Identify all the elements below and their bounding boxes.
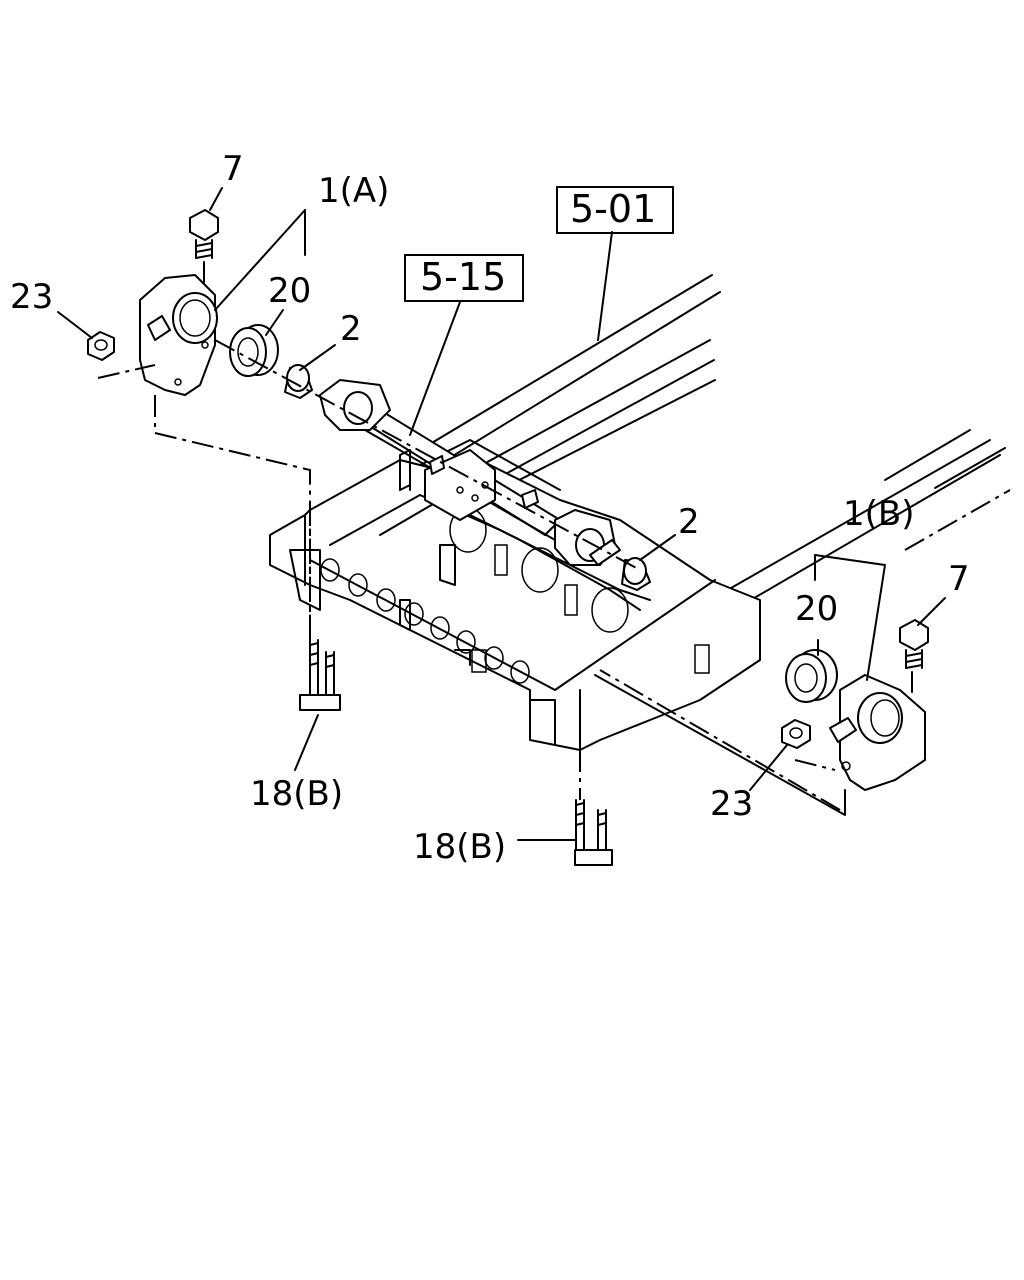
nut-right bbox=[781, 719, 811, 749]
bracket-left bbox=[139, 274, 218, 396]
ref-box-5-01: 5-01 bbox=[556, 186, 674, 234]
assembly-lines bbox=[97, 262, 1011, 811]
ref-box-5-15: 5-15 bbox=[404, 254, 524, 302]
ref-axle-label: 5-15 bbox=[420, 255, 506, 299]
crossmember bbox=[269, 379, 761, 751]
bolt-right bbox=[899, 619, 929, 693]
callout-bushing-left: 20 bbox=[268, 271, 311, 311]
bolt-left bbox=[189, 209, 219, 283]
leader-lines bbox=[57, 187, 946, 841]
callout-bushing-right: 20 bbox=[795, 589, 838, 629]
bushing-right bbox=[785, 649, 838, 703]
ref-frame-label: 5-01 bbox=[570, 187, 656, 231]
callout-bracket-left: 1(A) bbox=[318, 171, 389, 211]
bracket-right bbox=[829, 674, 926, 791]
callout-collar-right: 2 bbox=[678, 502, 700, 542]
bushing-left bbox=[229, 324, 279, 377]
callout-bolt-left: 7 bbox=[222, 149, 244, 189]
callout-ubolt-left: 18(B) bbox=[250, 774, 343, 814]
callout-nut-right: 23 bbox=[710, 784, 753, 824]
callout-collar-left: 2 bbox=[340, 309, 362, 349]
callout-bracket-right: 1(B) bbox=[843, 494, 915, 534]
nut-left bbox=[87, 331, 115, 361]
collar-left bbox=[284, 364, 313, 399]
callout-bolt-right: 7 bbox=[948, 559, 970, 599]
callout-ubolt-right: 18(B) bbox=[413, 827, 506, 867]
ubolt-left bbox=[299, 639, 341, 711]
ubolt-right bbox=[574, 799, 613, 866]
callout-nut-left: 23 bbox=[10, 277, 53, 317]
